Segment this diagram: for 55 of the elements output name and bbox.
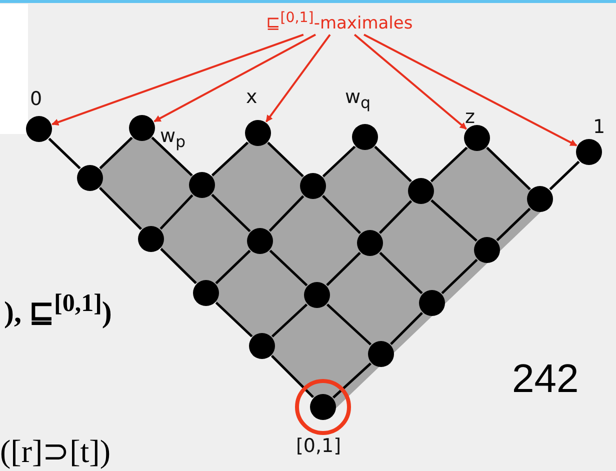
lattice-line xyxy=(486,146,531,190)
lattice-dot xyxy=(310,394,336,420)
lattice-dot xyxy=(352,124,378,150)
node-label: z xyxy=(465,108,475,127)
lattice-line xyxy=(211,142,249,176)
lattice-line xyxy=(151,136,193,176)
lattice-dot xyxy=(129,115,155,141)
lattice-line xyxy=(326,252,361,286)
lattice-line xyxy=(267,142,304,178)
formula-text: ), ⊑$^{[0,1]}$) xyxy=(4,290,112,330)
node-label: w$_{q}$ xyxy=(345,88,371,111)
arrow xyxy=(154,34,316,122)
lattice-line xyxy=(549,160,580,190)
page-number: 242 xyxy=(512,357,579,402)
lattice-line xyxy=(379,252,423,294)
lattice-dot xyxy=(576,139,602,165)
lattice-dot xyxy=(245,120,271,146)
lattice-dot xyxy=(77,165,103,191)
arrow xyxy=(52,34,304,126)
lattice-line xyxy=(48,138,81,170)
lattice-line xyxy=(430,199,478,242)
lattice-line xyxy=(269,250,308,286)
lattice-line xyxy=(160,194,194,230)
lattice-line xyxy=(332,362,372,398)
lattice-line xyxy=(271,304,308,338)
lattice-line xyxy=(322,146,356,178)
lattice-line xyxy=(211,194,251,232)
lattice-dot xyxy=(527,186,553,212)
annotation-text: ⊑$^{[0,1]}$-maximales xyxy=(266,10,413,34)
lattice-dot xyxy=(464,125,490,151)
lattice-line xyxy=(390,312,423,345)
lattice-line xyxy=(271,355,314,398)
lattice-dot xyxy=(26,116,52,142)
lattice-line xyxy=(378,200,412,234)
lattice-line xyxy=(441,258,478,294)
node-label: 0 xyxy=(30,90,42,109)
node-label: x xyxy=(246,88,258,107)
node-label: 1 xyxy=(593,118,606,137)
formula-text: ([r]⊃[t]) xyxy=(0,432,110,470)
lattice-line xyxy=(160,248,197,284)
lattice-line xyxy=(430,146,468,182)
lattice-line xyxy=(374,146,412,182)
lattice-line xyxy=(326,304,372,346)
arrow xyxy=(354,34,467,130)
lattice-line xyxy=(99,187,142,230)
lattice-line xyxy=(268,195,304,232)
lattice-line xyxy=(496,208,531,242)
lattice-line xyxy=(322,195,361,234)
node-label: w$_{p}$ xyxy=(160,127,186,150)
arrow xyxy=(364,34,578,146)
lattice-line xyxy=(215,250,251,284)
lattice-line xyxy=(215,302,253,338)
node-label: [0,1] xyxy=(296,437,342,456)
arrow xyxy=(265,34,331,122)
lattice-line xyxy=(99,136,133,170)
